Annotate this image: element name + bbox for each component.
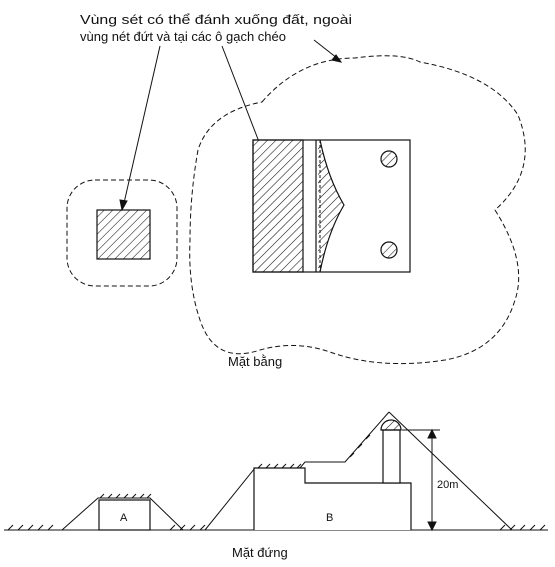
building-a-label: A (120, 512, 128, 524)
building-b-label: B (326, 512, 333, 524)
annotation-line-2: vùng nét đứt và tại các ô gạch chéo (80, 29, 286, 44)
annotation-line-1: Vùng sét có thể đánh xuống đất, ngoài (80, 12, 352, 27)
small-hatched-square (96, 209, 151, 260)
chimney (382, 429, 401, 484)
elevation-caption: Mặt đứng (232, 545, 288, 560)
chimney-top-hatched (380, 419, 402, 431)
main-building-plan (252, 139, 411, 273)
height-label: 20m (437, 479, 458, 491)
building-a (98, 499, 151, 531)
building-b (253, 467, 412, 530)
hatched-zone-curved (318, 140, 344, 272)
chimney-circle-top (380, 150, 398, 168)
plan-caption: Mặt bằng (228, 354, 282, 369)
large-zone-dashed-boundary (189, 55, 526, 365)
chimney-circle-bottom (380, 241, 398, 259)
height-dimension (402, 428, 440, 532)
envelope-hatch-ticks (99, 434, 371, 499)
hatched-zone-left (252, 139, 304, 273)
small-zone-dashed-boundary (66, 179, 178, 287)
